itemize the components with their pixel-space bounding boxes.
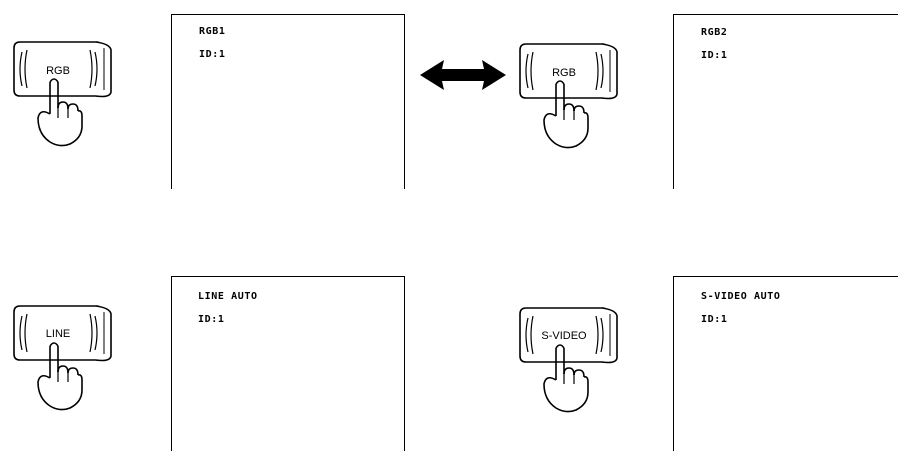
double-headed-arrow-icon <box>418 58 508 92</box>
osd-title: RGB2 <box>701 27 728 38</box>
osd-title: S-VIDEO AUTO <box>701 291 781 302</box>
s-video-button-icon[interactable]: S-VIDEO <box>518 304 630 422</box>
osd-screen-line-auto: LINE AUTO ID:1 <box>171 276 405 451</box>
osd-title: LINE AUTO <box>198 291 258 302</box>
rgb-button-label: RGB <box>46 65 70 77</box>
osd-screen-rgb2: RGB2 ID:1 <box>673 14 898 189</box>
osd-id: ID:1 <box>701 50 728 61</box>
osd-screen-s-video-auto: S-VIDEO AUTO ID:1 <box>673 276 898 451</box>
osd-id: ID:1 <box>199 49 226 60</box>
rgb-button-icon[interactable]: RGB <box>518 40 630 158</box>
osd-screen-rgb1: RGB1 ID:1 <box>171 14 405 189</box>
line-button-icon[interactable]: LINE <box>12 302 124 420</box>
osd-title: RGB1 <box>199 26 226 37</box>
line-button-label: LINE <box>45 328 71 340</box>
osd-id: ID:1 <box>198 314 225 325</box>
rgb-button-icon[interactable]: RGB <box>12 38 124 156</box>
osd-id: ID:1 <box>701 314 728 325</box>
rgb-button-label: RGB <box>552 67 576 79</box>
s-video-button-label: S-VIDEO <box>541 330 587 342</box>
